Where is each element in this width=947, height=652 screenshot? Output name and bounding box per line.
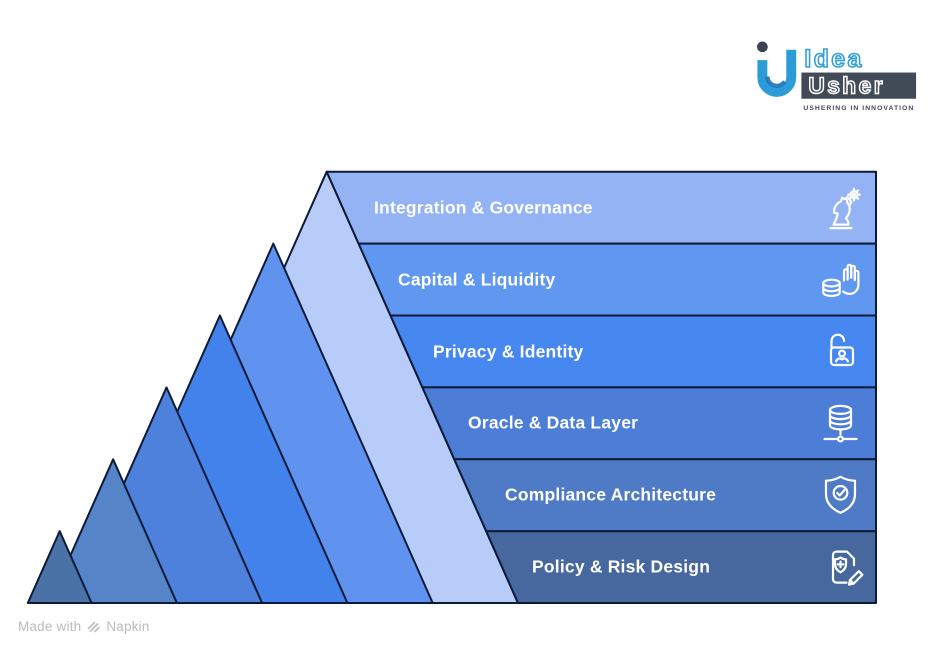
hand-coins-icon bbox=[822, 263, 860, 298]
peak-policy-risk bbox=[26, 530, 93, 604]
band-label-privacy-identity: Privacy & Identity bbox=[433, 340, 584, 361]
logo-u-mark bbox=[757, 49, 797, 97]
peaks bbox=[26, 170, 519, 604]
knight-gear-icon bbox=[829, 187, 861, 230]
napkin-brand-text: Napkin bbox=[106, 619, 150, 634]
band-label-compliance: Compliance Architecture bbox=[505, 484, 717, 505]
logo-text-idea: Idea bbox=[804, 46, 863, 73]
logo-text-usher: Usher bbox=[808, 72, 885, 98]
bands bbox=[325, 170, 877, 604]
logo-tagline: USHERING IN INNOVATION bbox=[803, 105, 914, 112]
database-network-icon bbox=[823, 404, 858, 443]
napkin-logo-icon bbox=[87, 621, 101, 632]
document-shield-pencil-icon bbox=[831, 550, 864, 586]
made-with-text: Made with bbox=[18, 619, 82, 634]
band-policy-risk bbox=[485, 530, 877, 604]
shield-check-icon bbox=[824, 475, 857, 514]
band-label-policy-risk: Policy & Risk Design bbox=[532, 556, 711, 577]
logo-u-shadow bbox=[765, 76, 787, 88]
band-label-oracle-data: Oracle & Data Layer bbox=[468, 412, 639, 433]
idea-usher-logo: Idea Usher USHERING IN INNOVATION bbox=[757, 41, 917, 112]
logo-usher-box bbox=[801, 72, 917, 99]
band-label-capital-liquidity: Capital & Liquidity bbox=[398, 268, 556, 289]
unlocked-id-icon bbox=[829, 333, 855, 367]
logo-i-dot bbox=[757, 41, 768, 53]
made-with-napkin: Made with Napkin bbox=[18, 619, 150, 634]
band-label-integration-governance: Integration & Governance bbox=[374, 196, 593, 217]
peak-compliance bbox=[48, 458, 178, 604]
